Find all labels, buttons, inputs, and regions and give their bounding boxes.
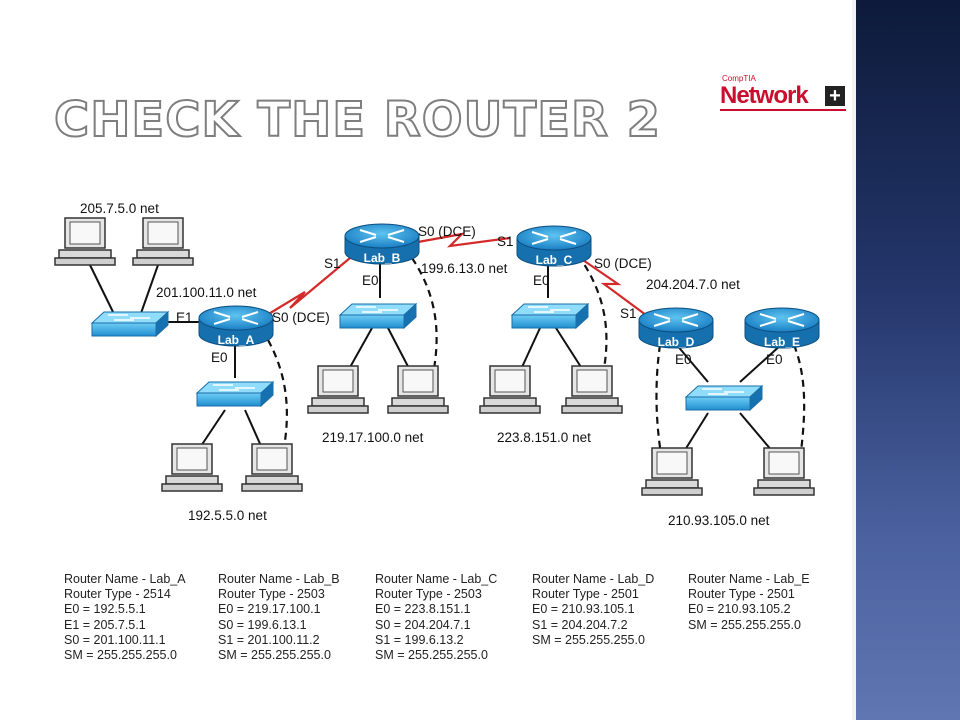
pc-205-left xyxy=(54,217,116,266)
iface-s1-lab-c: S1 xyxy=(497,234,514,249)
router-info-lab-b: Router Name - Lab_B Router Type - 2503 E… xyxy=(218,572,340,663)
switch-lab-b xyxy=(339,303,417,329)
info-line: E0 = 192.5.5.1 xyxy=(64,602,146,617)
info-line: Router Type - 2514 xyxy=(64,587,171,602)
info-line: E0 = 210.93.105.1 xyxy=(532,602,635,617)
sidebar-edge xyxy=(852,0,856,720)
net-label-223: 223.8.151.0 net xyxy=(497,430,591,445)
pc-192-right xyxy=(241,443,303,492)
router-label-lab-c: Lab_C xyxy=(536,253,573,267)
info-line: E0 = 223.8.151.1 xyxy=(375,602,471,617)
net-label-210: 210.93.105.0 net xyxy=(668,513,770,528)
iface-e0-lab-a: E0 xyxy=(211,350,228,365)
iface-e0-lab-c: E0 xyxy=(533,273,550,288)
info-line: SM = 255.255.255.0 xyxy=(532,632,645,647)
iface-s0dce-lab-a: S0 (DCE) xyxy=(272,310,330,325)
switch-lab-a-e0 xyxy=(196,381,274,407)
net-label-219: 219.17.100.0 net xyxy=(322,430,424,445)
iface-s1-lab-b: S1 xyxy=(324,256,341,271)
iface-s0dce-lab-b: S0 (DCE) xyxy=(418,224,476,239)
info-line: S1 = 204.204.7.2 xyxy=(532,617,628,632)
info-line: E1 = 205.7.5.1 xyxy=(64,617,146,632)
iface-s0dce-lab-c: S0 (DCE) xyxy=(594,256,652,271)
iface-s1-lab-d: S1 xyxy=(620,306,637,321)
pc-219-left xyxy=(307,365,369,414)
sidebar-panel xyxy=(856,0,960,720)
net-label-205: 205.7.5.0 net xyxy=(80,201,159,216)
net-label-199: 199.6.13.0 net xyxy=(421,261,508,276)
net-label-192: 192.5.5.0 net xyxy=(188,508,267,523)
router-info-lab-a: Router Name - Lab_A Router Type - 2514 E… xyxy=(64,572,186,663)
info-line: E0 = 219.17.100.1 xyxy=(218,602,321,617)
pc-210-right xyxy=(753,447,815,496)
logo-network-text: Network xyxy=(720,82,809,109)
info-line: Router Name - Lab_B xyxy=(218,572,340,586)
network-plus-logo: CompTIA Network + xyxy=(718,74,852,112)
network-diagram: Lab_A Lab_B Lab_C Lab_D Lab_E 205.7.5.0 … xyxy=(54,201,820,528)
pc-192-left xyxy=(161,443,223,492)
switch-lab-d-e xyxy=(685,385,763,411)
info-line: Router Type - 2501 xyxy=(688,587,795,602)
pc-223-left xyxy=(479,365,541,414)
info-line: S0 = 199.6.13.1 xyxy=(218,617,307,632)
logo-underline xyxy=(720,109,846,111)
slide-title: CHECK THE ROUTER 2 xyxy=(53,91,662,149)
pc-205-right xyxy=(132,217,194,266)
router-info-lab-e: Router Name - Lab_E Router Type - 2501 E… xyxy=(688,572,810,633)
router-info-lab-c: Router Name - Lab_C Router Type - 2503 E… xyxy=(375,572,497,663)
pc-219-right xyxy=(387,365,449,414)
info-line: Router Name - Lab_C xyxy=(375,572,498,586)
switch-lab-c xyxy=(511,303,589,329)
info-line: SM = 255.255.255.0 xyxy=(64,647,177,662)
router-label-lab-b: Lab_B xyxy=(364,251,401,265)
pc-210-left xyxy=(641,447,703,496)
router-label-lab-e: Lab_E xyxy=(764,335,800,349)
pc-223-right xyxy=(561,365,623,414)
iface-e1-lab-a: E1 xyxy=(176,310,193,325)
info-line: Router Name - Lab_D xyxy=(532,572,655,586)
logo-plus-icon: + xyxy=(825,86,845,106)
router-label-lab-a: Lab_A xyxy=(218,333,255,347)
info-line: Router Type - 2501 xyxy=(532,587,639,602)
info-line: S0 = 204.204.7.1 xyxy=(375,617,471,632)
iface-e0-lab-d: E0 xyxy=(675,352,692,367)
switch-lab-a-e1 xyxy=(91,311,169,337)
info-line: Router Type - 2503 xyxy=(218,587,325,602)
info-line: S1 = 201.100.11.2 xyxy=(218,632,320,647)
info-line: SM = 255.255.255.0 xyxy=(688,617,801,632)
info-line: SM = 255.255.255.0 xyxy=(375,647,488,662)
net-label-201: 201.100.11.0 net xyxy=(156,285,257,300)
info-line: S1 = 199.6.13.2 xyxy=(375,632,464,647)
info-line: Router Name - Lab_A xyxy=(64,572,186,586)
info-line: S0 = 201.100.11.1 xyxy=(64,632,166,647)
router-info-lab-d: Router Name - Lab_D Router Type - 2501 E… xyxy=(532,572,654,648)
router-label-lab-d: Lab_D xyxy=(658,335,695,349)
iface-e0-lab-b: E0 xyxy=(362,273,379,288)
info-line: Router Name - Lab_E xyxy=(688,572,810,586)
info-line: Router Type - 2503 xyxy=(375,587,482,602)
iface-e0-lab-e: E0 xyxy=(766,352,783,367)
info-line: SM = 255.255.255.0 xyxy=(218,647,331,662)
logo-comptia-text: CompTIA xyxy=(722,74,756,83)
net-label-204: 204.204.7.0 net xyxy=(646,277,740,292)
info-line: E0 = 210.93.105.2 xyxy=(688,602,791,617)
